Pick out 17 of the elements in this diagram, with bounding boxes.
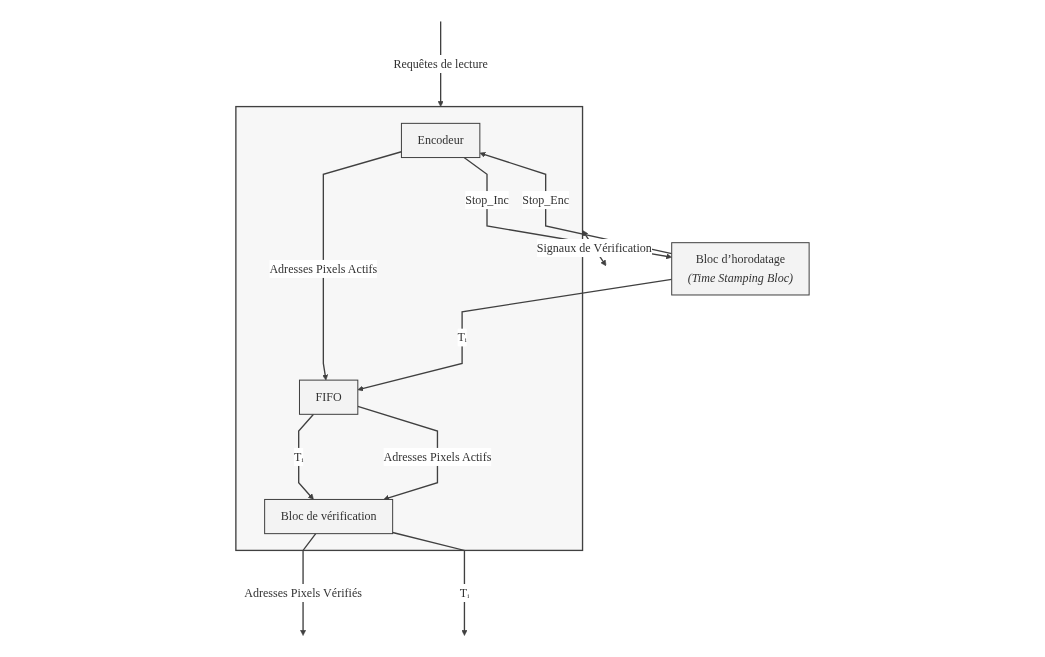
edge-label: Stop_Enc [522, 193, 570, 207]
edge-label: Tᵢ [457, 330, 467, 344]
edge-label: Stop_Inc [465, 193, 509, 207]
arrow [357, 405, 439, 501]
edge-label: Adresses Pixels Actifs [269, 261, 378, 276]
node-box: Bloc d’horodatage (Time Stamping Bloc) [671, 242, 810, 296]
edge-label: Tᵢ [459, 585, 470, 600]
node-box: Encodeur [400, 122, 481, 159]
node-box: FIFO [298, 379, 359, 415]
node-box: Bloc de vérification [264, 498, 394, 535]
edge-label: Adresses Pixels Vérifiés [244, 585, 362, 600]
arrow [391, 531, 468, 636]
edge-label: Requêtes de lecture [393, 56, 488, 71]
edge-label: Tᵢ [294, 449, 304, 464]
edge-label: Signaux de Vérification [536, 241, 652, 255]
arrow [298, 413, 315, 500]
edge-label: Adresses Pixels Actifs [383, 449, 492, 464]
